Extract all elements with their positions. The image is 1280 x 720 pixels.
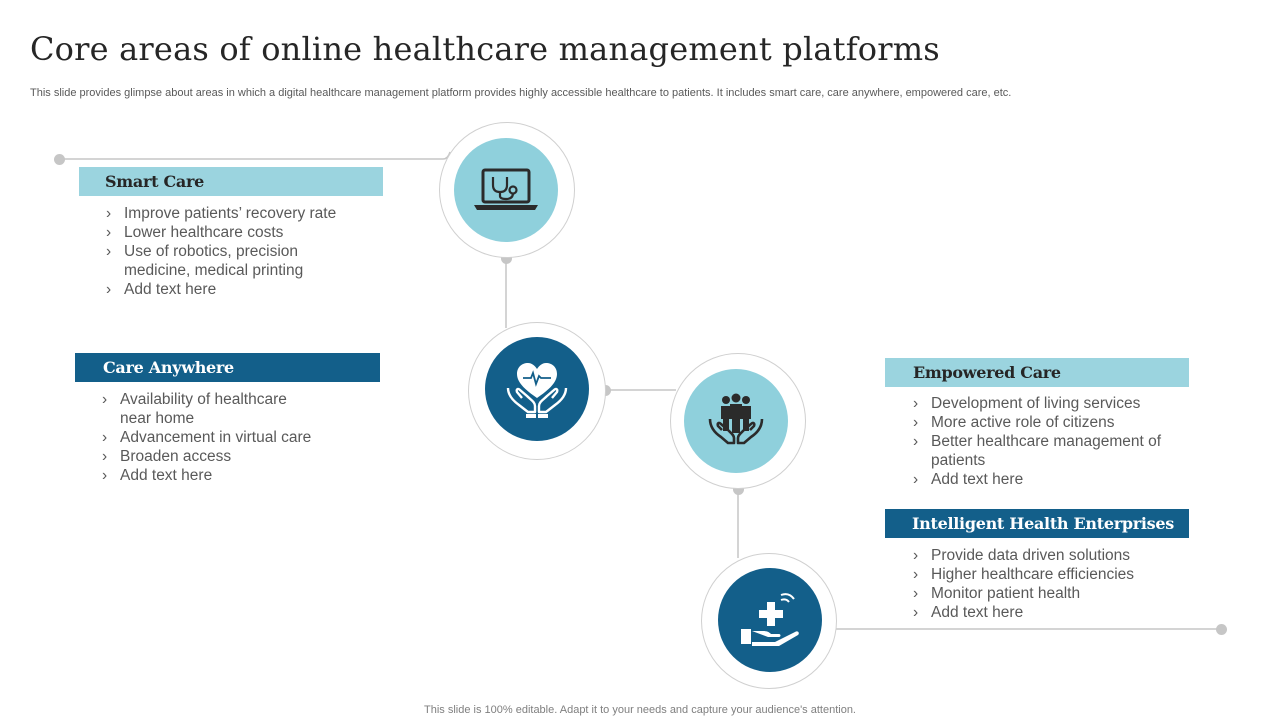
page-subtitle: This slide provides glimpse about areas … [30,87,1012,99]
list-item: Advancement in virtual care [100,428,350,447]
laptop-stethoscope-icon [474,168,538,210]
care-anywhere-title: Care Anywhere [103,358,234,377]
connector-dot [501,253,512,264]
connector-dot [733,484,744,495]
smart-care-icon-disc [454,138,558,242]
intelligent-health-icon-disc [718,568,822,672]
care-anywhere-icon-disc [485,337,589,441]
heart-in-hands-icon [506,363,568,418]
list-item: Provide data driven solutions [911,546,1171,565]
hand-medical-cross-icon [741,593,799,646]
empowered-care-header: Empowered Care [885,358,1189,387]
care-anywhere-header: Care Anywhere [75,353,380,382]
list-item: Add text here [911,603,1171,622]
footer-note: This slide is 100% editable. Adapt it to… [424,704,856,716]
empowered-care-title: Empowered Care [913,363,1061,382]
list-item: Improve patients’ recovery rate [104,204,354,223]
connector-dot [54,154,65,165]
intelligent-health-points: Provide data driven solutions Higher hea… [911,546,1171,622]
smart-care-points: Improve patients’ recovery rate Lower he… [104,204,354,299]
page-title: Core areas of online healthcare manageme… [30,30,940,68]
empowered-care-points: Development of living services More acti… [911,394,1171,489]
list-item: Add text here [100,466,350,485]
smart-care-header: Smart Care [79,167,383,196]
list-item: Add text here [911,470,1171,489]
care-anywhere-points: Availability of healthcare near home Adv… [100,390,350,485]
list-item: Better healthcare management of patients [911,432,1171,470]
people-in-hands-icon [708,393,764,445]
list-item: Add text here [104,280,354,299]
intelligent-health-header: Intelligent Health Enterprises [885,509,1189,538]
list-item: More active role of citizens [911,413,1171,432]
list-item: Broaden access [100,447,350,466]
list-item: Use of robotics, precision medicine, med… [104,242,324,280]
connector-dot [1216,624,1227,635]
smart-care-title: Smart Care [105,172,204,191]
intelligent-health-title: Intelligent Health Enterprises [912,514,1174,533]
empowered-care-icon-disc [684,369,788,473]
list-item: Higher healthcare efficiencies [911,565,1171,584]
list-item: Availability of healthcare near home [100,390,310,428]
list-item: Monitor patient health [911,584,1171,603]
list-item: Development of living services [911,394,1171,413]
list-item: Lower healthcare costs [104,223,354,242]
